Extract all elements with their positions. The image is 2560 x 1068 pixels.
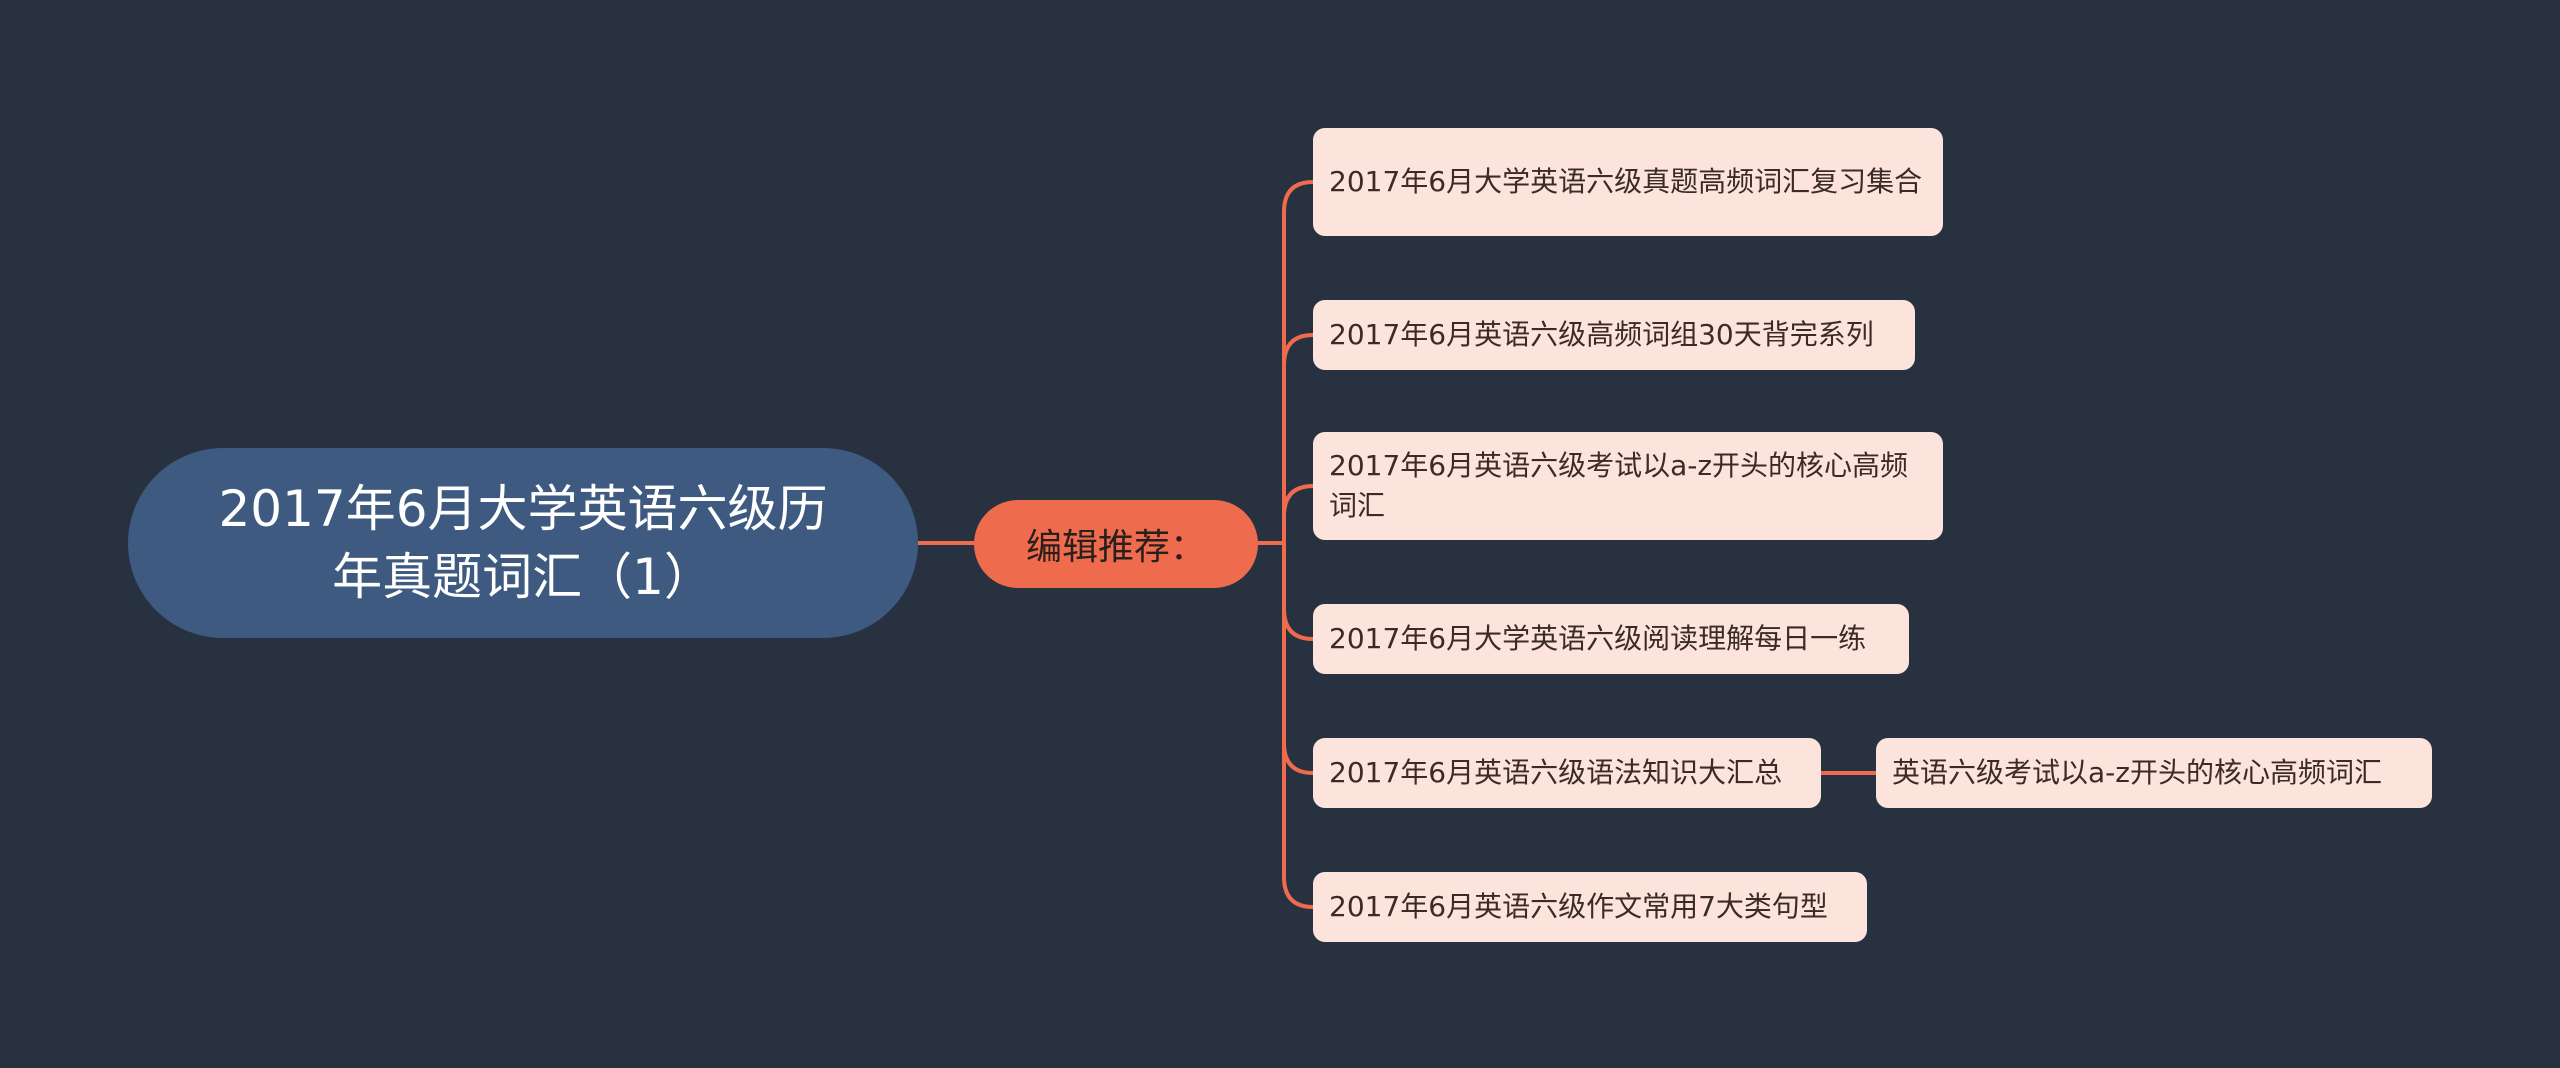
connector-hub-leaf-2 (1282, 484, 1314, 543)
connector-hub-leaf-1 (1282, 333, 1314, 543)
hub-topic[interactable]: 编辑推荐： (974, 500, 1258, 588)
subtopic-3[interactable]: 2017年6月大学英语六级阅读理解每日一练 (1313, 604, 1909, 674)
subtopic-label: 2017年6月英语六级考试以a-z开头的核心高频词汇 (1329, 449, 1909, 522)
connector-hub-leaf-0 (1282, 180, 1314, 543)
subtopic-0[interactable]: 2017年6月大学英语六级真题高频词汇复习集合 (1313, 128, 1943, 236)
subtopic-4[interactable]: 2017年6月英语六级语法知识大汇总 (1313, 738, 1821, 808)
subtopic-label: 2017年6月英语六级作文常用7大类句型 (1329, 890, 1828, 923)
subtopic-2[interactable]: 2017年6月英语六级考试以a-z开头的核心高频词汇 (1313, 432, 1943, 540)
connector-hub-leaf-3 (1282, 543, 1314, 641)
hub-topic-label: 编辑推荐： (1025, 527, 1206, 568)
subtopic-label: 2017年6月大学英语六级阅读理解每日一练 (1329, 622, 1867, 655)
subtopic-4-child-0[interactable]: 英语六级考试以a-z开头的核心高频词汇 (1876, 738, 2432, 808)
root-topic[interactable]: 2017年6月大学英语六级历年真题词汇（1） (128, 448, 918, 638)
subtopic-label: 2017年6月英语六级语法知识大汇总 (1329, 756, 1783, 789)
root-topic-label: 2017年6月大学英语六级历年真题词汇（1） (218, 480, 828, 606)
subtopic-1[interactable]: 2017年6月英语六级高频词组30天背完系列 (1313, 300, 1915, 370)
connector-hub-leaf-5 (1282, 543, 1314, 909)
subtopic-label: 2017年6月大学英语六级真题高频词汇复习集合 (1329, 165, 1923, 198)
connector-hub-leaf-4 (1282, 543, 1314, 775)
subtopic-label: 英语六级考试以a-z开头的核心高频词汇 (1892, 756, 2382, 789)
subtopic-5[interactable]: 2017年6月英语六级作文常用7大类句型 (1313, 872, 1867, 942)
subtopic-label: 2017年6月英语六级高频词组30天背完系列 (1329, 318, 1874, 351)
